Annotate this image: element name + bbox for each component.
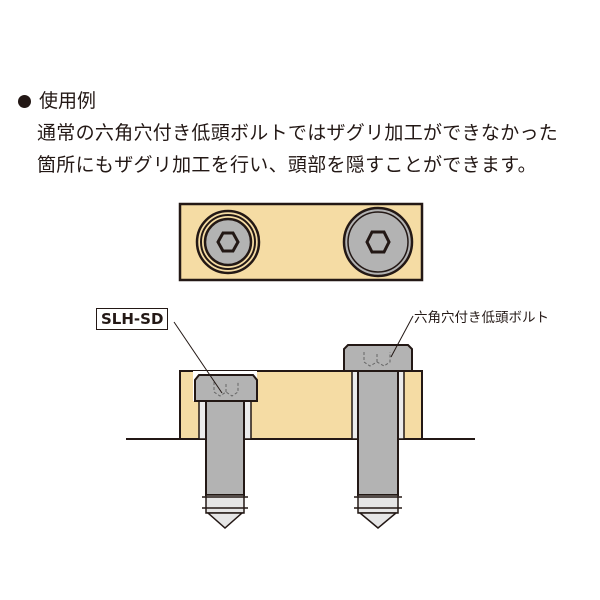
left-leader-line: [173, 321, 223, 394]
slh-sd-label: SLH-SD: [96, 308, 169, 330]
description-line-2: 箇所にもザグリ加工を行い、頭部を隠すことができます。: [37, 154, 537, 176]
top-view-left-bolt-icon: [195, 209, 261, 275]
top-view: [178, 202, 424, 282]
side-view: [126, 315, 475, 530]
low-head-bolt-icon: [343, 344, 413, 529]
usage-example-heading: 使用例: [18, 90, 96, 112]
bullet-icon: [18, 94, 31, 108]
description-line-1: 通常の六角穴付き低頭ボルトではザグリ加工ができなかった: [37, 122, 559, 144]
low-head-bolt-label: 六角穴付き低頭ボルト: [414, 310, 549, 326]
slh-sd-bolt-icon: [194, 374, 258, 530]
heading-title: 使用例: [39, 90, 97, 112]
top-view-right-bolt-icon: [342, 206, 414, 278]
right-leader-line: [390, 315, 414, 358]
